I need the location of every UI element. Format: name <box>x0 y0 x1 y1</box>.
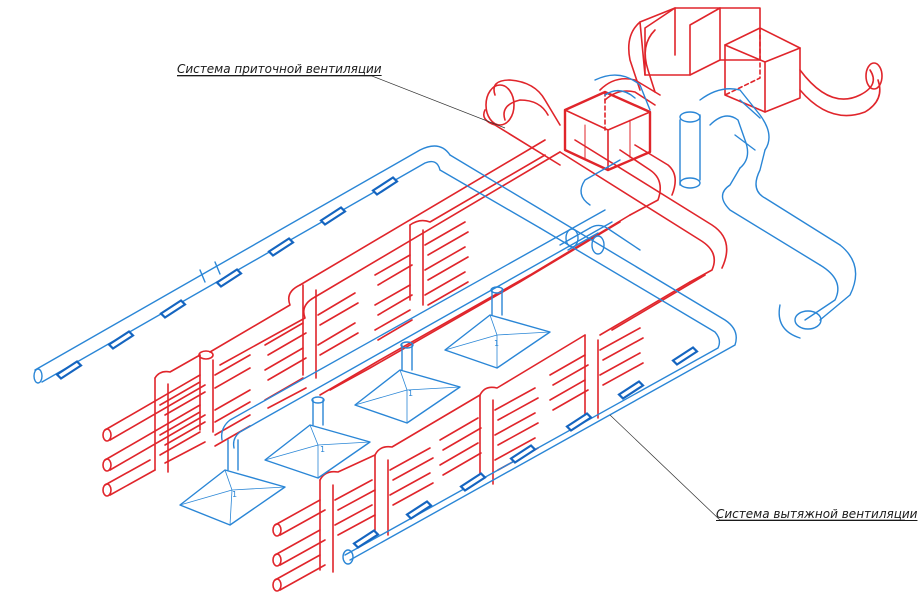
exhaust-main-duct <box>220 159 737 565</box>
supply-main-duct <box>299 139 728 396</box>
supply-branch-group-left <box>154 154 546 473</box>
supply-ventilation-system <box>102 7 883 592</box>
lower-grille-1 <box>352 529 380 549</box>
supply-outlet-stubs-left <box>102 221 469 497</box>
upper-grille-4 <box>215 268 243 288</box>
hood-2-mark: 1 <box>320 445 325 454</box>
exhaust-leader-line <box>609 414 905 521</box>
leader-lines <box>177 75 905 521</box>
hood-3-mark: 1 <box>408 389 413 398</box>
exhaust-hood-1: 1 <box>179 439 286 526</box>
exhaust-upper-left-duct <box>33 145 546 384</box>
exhaust-ventilation-system: 1 1 1 1 <box>33 74 857 565</box>
exhaust-grilles-lower <box>352 346 699 549</box>
upper-grille-2 <box>107 330 135 350</box>
exhaust-junction-collars <box>565 228 605 255</box>
lower-grille-4 <box>509 444 537 464</box>
upper-grille-3 <box>159 299 187 319</box>
upper-grille-1 <box>55 360 83 380</box>
upper-grille-5 <box>267 237 295 257</box>
lower-grille-6 <box>617 380 645 400</box>
exhaust-fan-section <box>594 74 857 339</box>
hood-1-mark: 1 <box>232 490 237 499</box>
lower-grille-3 <box>459 472 487 492</box>
supply-leader-line <box>177 75 506 129</box>
exhaust-hood-2: 1 <box>264 396 371 479</box>
upper-grille-7 <box>371 176 399 196</box>
exhaust-system-label: Система вытяжной вентиляции <box>716 507 918 521</box>
supply-air-handling-unit <box>627 7 883 117</box>
upper-grille-6 <box>319 206 347 226</box>
supply-branch-group-right <box>272 327 644 592</box>
lower-grille-2 <box>405 500 433 520</box>
lower-grille-5 <box>565 412 593 432</box>
supply-heater-section <box>482 77 661 172</box>
hood-4-mark: 1 <box>494 339 499 348</box>
exhaust-grilles-upper <box>55 176 399 380</box>
exhaust-hood-3: 1 <box>354 341 461 424</box>
supply-system-label: Система приточной вентиляции <box>177 62 382 76</box>
lower-grille-7 <box>671 346 699 366</box>
exhaust-hood-4: 1 <box>444 286 551 369</box>
